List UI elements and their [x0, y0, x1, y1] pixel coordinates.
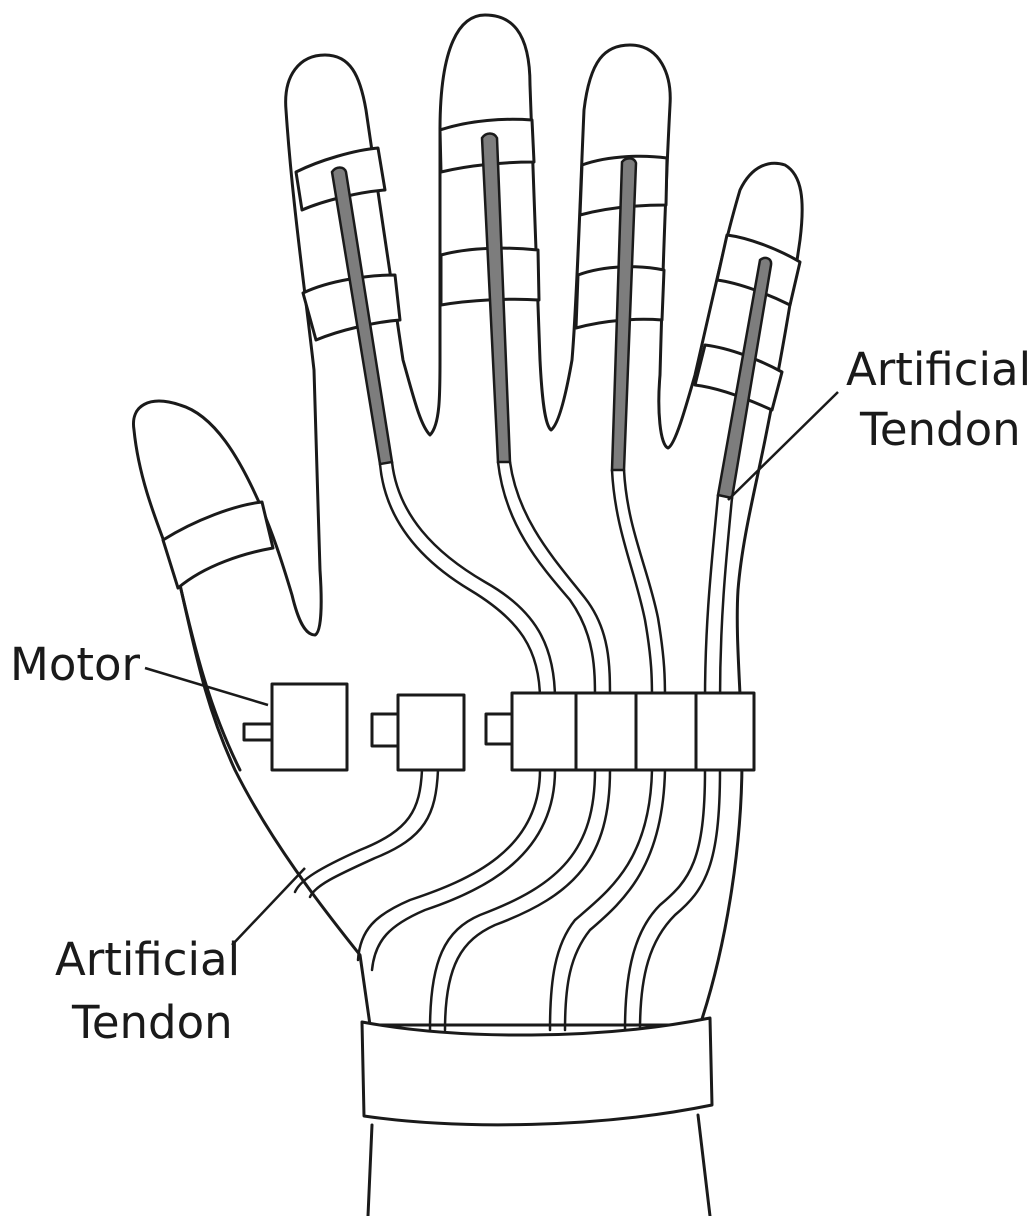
wrist-cuff — [362, 1018, 712, 1216]
tendon-right-label-line2: Tendon — [859, 403, 1021, 456]
tendon-left-leader-line — [232, 868, 305, 945]
motor-connector-bar — [486, 693, 754, 770]
motor-label: Motor — [10, 638, 141, 691]
tendon-left-label-line1: Artificial — [55, 933, 240, 986]
tendon-left-label-line2: Tendon — [71, 996, 233, 1049]
tendon-right-label-line1: Artificial — [846, 343, 1031, 396]
